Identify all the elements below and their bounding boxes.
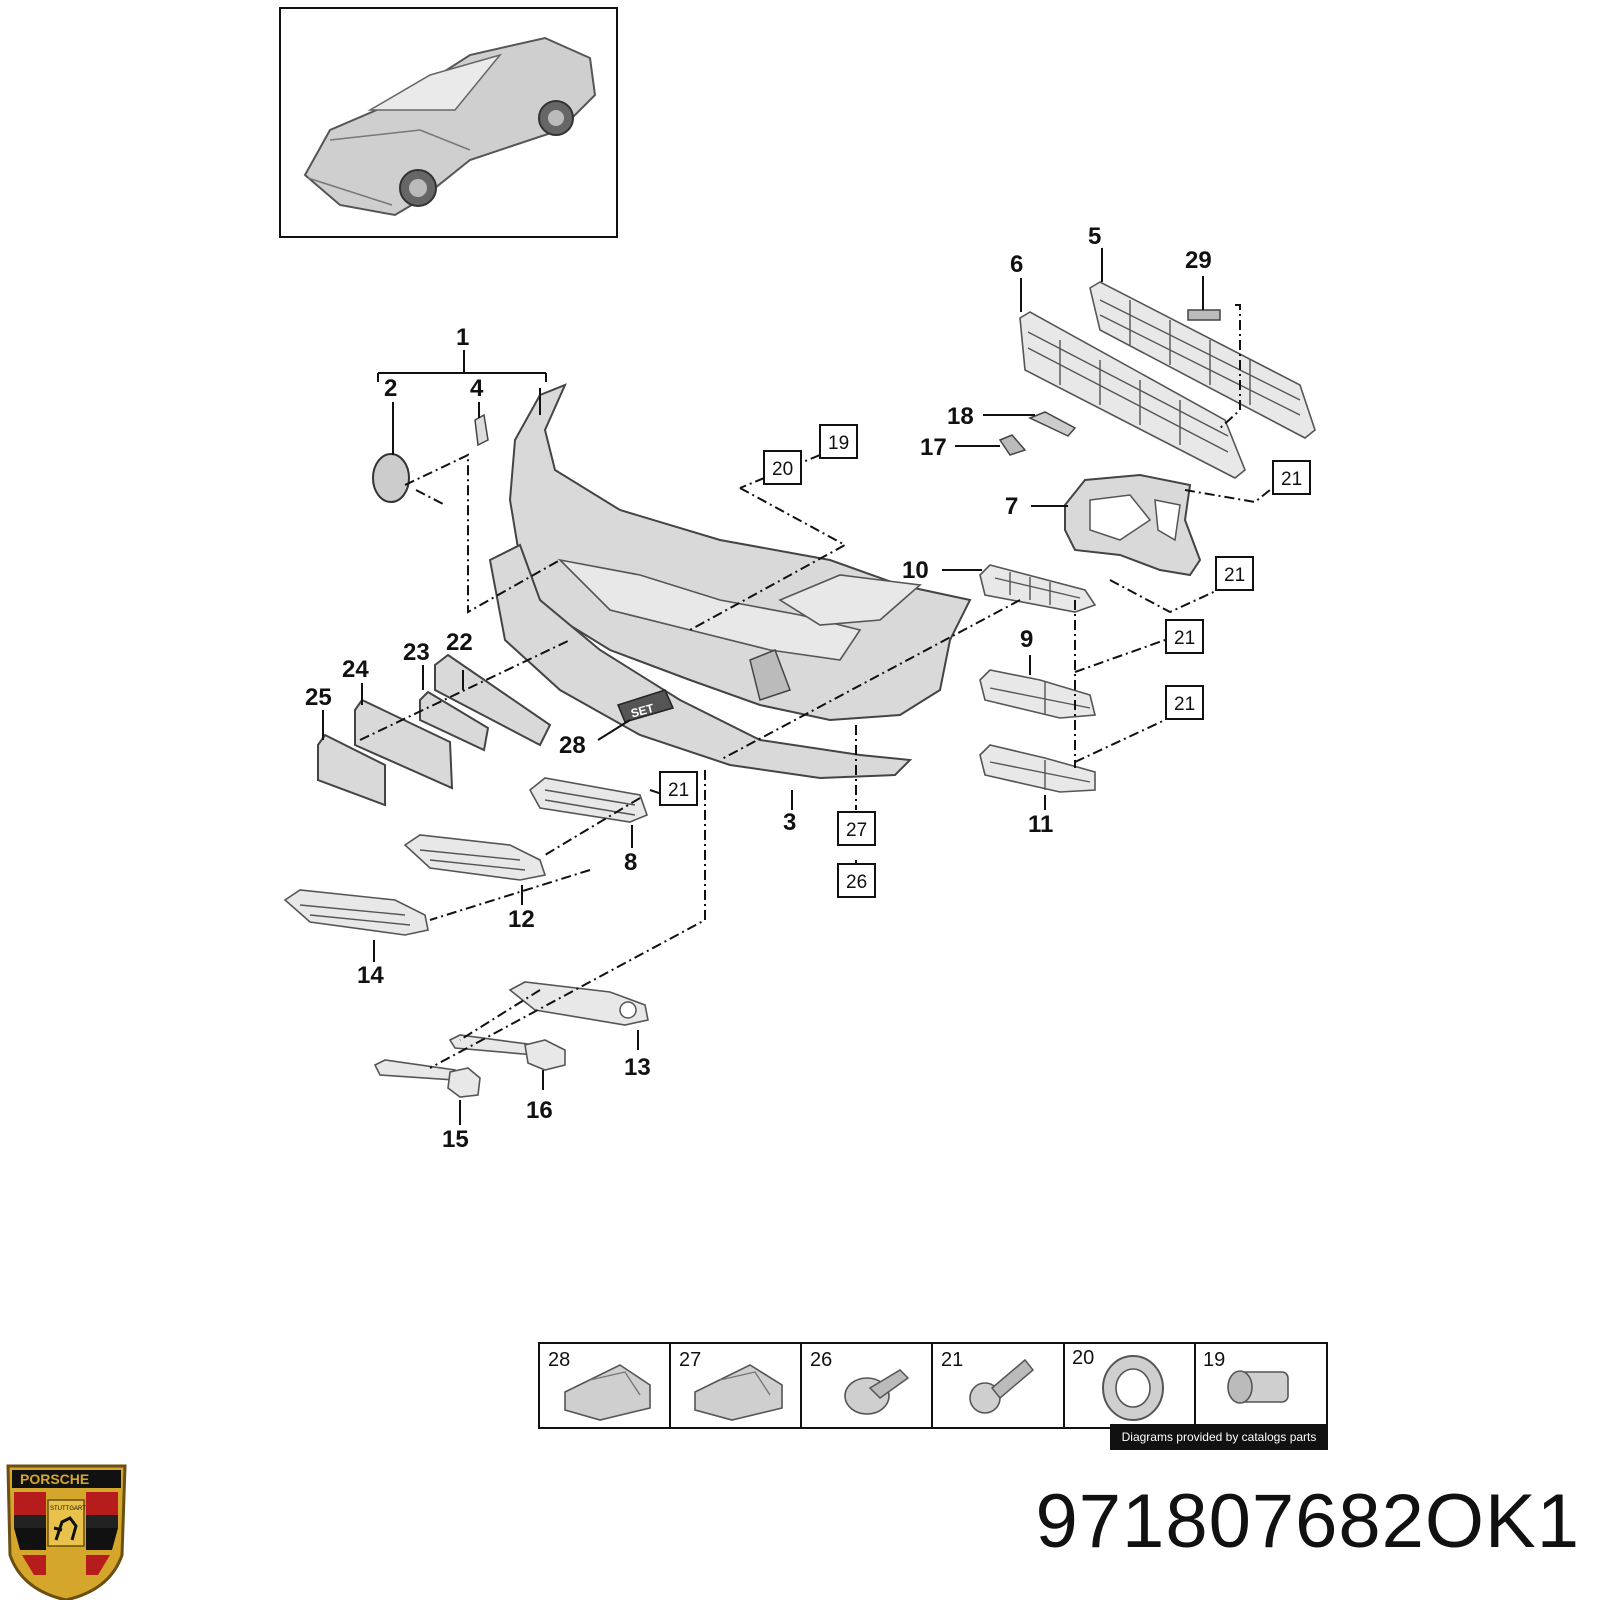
plate-bracket-23 xyxy=(419,690,490,752)
callout-labels: 1 2 3 4 5 6 7 8 9 10 11 12 13 14 15 16 1… xyxy=(305,223,1212,1153)
screw-icon xyxy=(844,1369,910,1415)
callout-14: 14 xyxy=(357,962,384,989)
part-number: 971807682OK1 xyxy=(1035,1479,1580,1564)
svg-text:19: 19 xyxy=(1203,1349,1225,1371)
callout-12: 12 xyxy=(508,906,535,933)
callout-28: 28 xyxy=(559,732,586,759)
callout-18: 18 xyxy=(947,403,974,430)
callout-23: 23 xyxy=(403,639,430,666)
callout-25: 25 xyxy=(305,684,332,711)
crest-wordmark: PORSCHE xyxy=(20,1471,89,1487)
svg-text:21: 21 xyxy=(941,1349,963,1371)
credit-banner: Diagrams provided by catalogs parts xyxy=(1110,1424,1328,1450)
svg-text:27: 27 xyxy=(679,1349,701,1371)
boxed-ref-21-b: 21 xyxy=(1215,556,1254,591)
callout-17: 17 xyxy=(920,434,947,461)
boxed-ref-21-c: 21 xyxy=(1165,619,1204,654)
callout-1: 1 xyxy=(456,324,469,351)
svg-text:19: 19 xyxy=(828,433,849,454)
leader-lines xyxy=(322,248,1204,1125)
trim-14 xyxy=(283,889,429,936)
tow-hook-cover-2 xyxy=(372,453,410,503)
air-guide-9 xyxy=(979,669,1097,719)
callout-10: 10 xyxy=(902,557,929,584)
trim-15 xyxy=(373,1059,481,1098)
boxed-ref-19: 19 xyxy=(819,424,858,459)
vehicle-overview-thumbnail xyxy=(279,7,618,238)
hardware-table: 28 27 26 21 xyxy=(538,1342,1328,1429)
bolt-icon xyxy=(969,1358,1035,1414)
set-tag: SET xyxy=(616,689,675,723)
bumper-cover xyxy=(508,383,972,722)
callout-29: 29 xyxy=(1185,247,1212,274)
carrier-frame-7 xyxy=(1064,473,1202,577)
plate-bracket-24 xyxy=(354,698,454,790)
callout-2: 2 xyxy=(384,375,397,402)
sensor-icon xyxy=(1227,1370,1289,1404)
callout-16: 16 xyxy=(526,1097,553,1124)
boxed-ref-21-d: 21 xyxy=(1165,685,1204,720)
callout-11: 11 xyxy=(1028,811,1053,838)
svg-text:21: 21 xyxy=(1224,565,1245,586)
trim-13 xyxy=(508,981,649,1026)
callout-15: 15 xyxy=(442,1126,469,1153)
boxed-ref-20: 20 xyxy=(763,450,802,485)
air-guide-10 xyxy=(979,564,1097,613)
table-cell-21: 21 xyxy=(941,1349,1035,1414)
boxed-ref-21-f: 21 xyxy=(659,771,698,806)
clip-icon xyxy=(694,1364,783,1421)
porsche-crest-icon: PORSCHE STUTTGART xyxy=(6,1464,127,1600)
svg-text:26: 26 xyxy=(810,1349,832,1371)
trim-12 xyxy=(403,834,547,881)
callout-24: 24 xyxy=(342,656,369,683)
callout-13: 13 xyxy=(624,1054,651,1081)
table-cell-19: 19 xyxy=(1203,1349,1289,1404)
boxed-ref-27: 27 xyxy=(837,811,876,846)
clip-icon xyxy=(564,1364,651,1421)
callout-22: 22 xyxy=(446,629,473,656)
clip-29 xyxy=(1187,309,1221,321)
set-tag-label: SET xyxy=(629,701,656,721)
svg-text:28: 28 xyxy=(548,1349,570,1371)
svg-text:20: 20 xyxy=(772,459,793,480)
air-guide-11 xyxy=(979,744,1096,793)
boxed-ref-26: 26 xyxy=(837,863,876,898)
crest-city: STUTTGART xyxy=(50,1506,86,1512)
clip-17 xyxy=(998,434,1027,456)
lower-spoiler xyxy=(488,543,913,780)
boxed-refs: 19 20 21 21 21 21 21 2 xyxy=(659,424,1311,898)
svg-text:20: 20 xyxy=(1072,1347,1094,1369)
strip-18 xyxy=(1028,411,1077,437)
boxed-ref-21-a: 21 xyxy=(1272,460,1311,495)
car-icon xyxy=(303,36,597,217)
trim-16 xyxy=(448,1034,566,1071)
upper-grille-5 xyxy=(1089,281,1316,439)
table-cell-28: 28 xyxy=(548,1349,651,1421)
nozzle-cap-4 xyxy=(474,413,489,447)
svg-text:21: 21 xyxy=(668,780,689,801)
ring-icon xyxy=(1102,1355,1164,1421)
svg-text:21: 21 xyxy=(1174,694,1195,715)
callout-7: 7 xyxy=(1005,493,1018,520)
callout-5: 5 xyxy=(1088,223,1101,250)
lower-grille-8 xyxy=(528,777,649,823)
callout-6: 6 xyxy=(1010,251,1023,278)
svg-text:21: 21 xyxy=(1281,469,1302,490)
table-cell-26: 26 xyxy=(810,1349,910,1415)
callout-8: 8 xyxy=(624,849,637,876)
svg-text:26: 26 xyxy=(846,872,867,893)
callout-4: 4 xyxy=(470,375,484,402)
callout-9: 9 xyxy=(1020,626,1033,653)
table-cell-20: 20 xyxy=(1072,1347,1164,1421)
callout-3: 3 xyxy=(783,809,796,836)
table-cell-27: 27 xyxy=(679,1349,783,1421)
svg-text:27: 27 xyxy=(846,820,867,841)
upper-grille-6 xyxy=(1019,311,1246,479)
dash-leaders xyxy=(359,304,1271,1069)
svg-text:21: 21 xyxy=(1174,628,1195,649)
